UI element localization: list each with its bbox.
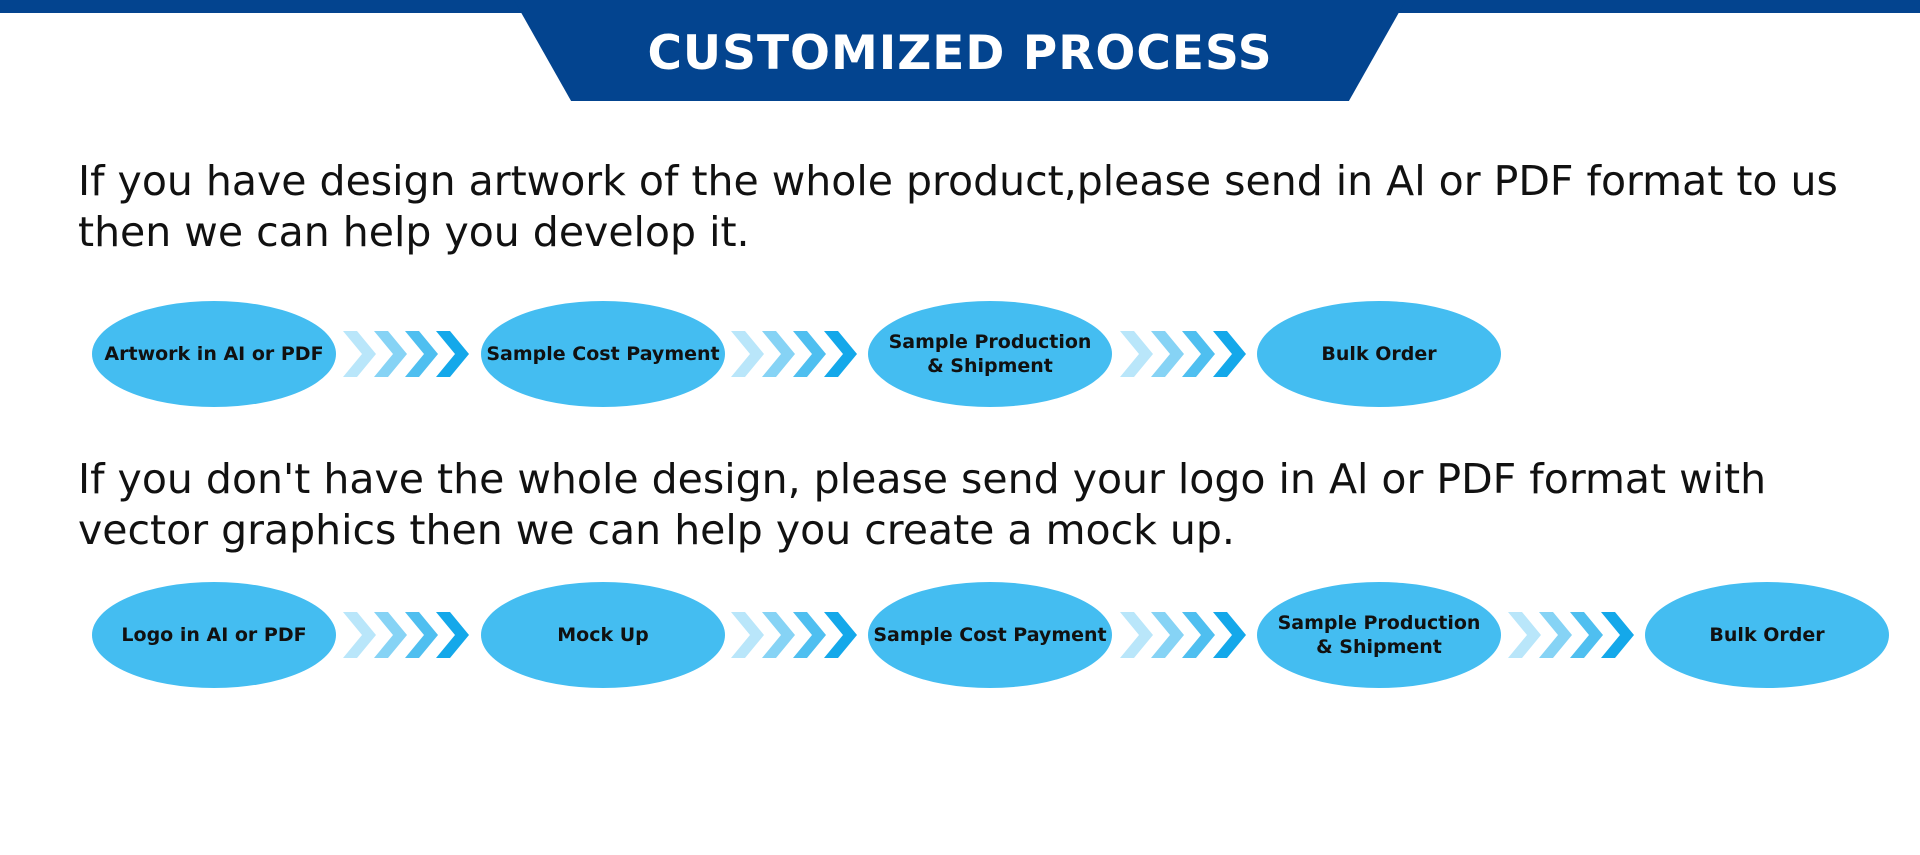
chevron-right-icon bbox=[343, 612, 469, 658]
step-mock-up: Mock Up bbox=[481, 582, 725, 688]
step-logo: Logo in AI or PDF bbox=[92, 582, 336, 688]
step-label: Mock Up bbox=[557, 624, 649, 646]
chevron-segment bbox=[824, 612, 857, 658]
chevron-right-icon bbox=[731, 331, 857, 377]
chevron-segment bbox=[405, 331, 438, 377]
chevron-segment bbox=[1539, 612, 1572, 658]
chevron-segment bbox=[374, 612, 407, 658]
step-label: Bulk Order bbox=[1321, 343, 1437, 365]
chevron-segment bbox=[374, 331, 407, 377]
step-bulk-order: Bulk Order bbox=[1645, 582, 1889, 688]
step-artwork: Artwork in AI or PDF bbox=[92, 301, 336, 407]
chevron-segment bbox=[436, 612, 469, 658]
step-label: Sample Production & Shipment bbox=[888, 331, 1092, 377]
chevron-segment bbox=[1120, 331, 1153, 377]
chevron-segment bbox=[1213, 331, 1246, 377]
step-bulk-order: Bulk Order bbox=[1257, 301, 1501, 407]
step-label: Sample Production & Shipment bbox=[1277, 612, 1481, 658]
chevron-segment bbox=[1151, 331, 1184, 377]
section-2-description: If you don't have the whole design, plea… bbox=[78, 455, 1767, 554]
chevron-right-icon bbox=[1120, 612, 1246, 658]
chevron-segment bbox=[343, 331, 376, 377]
chevron-segment bbox=[731, 612, 764, 658]
chevron-segment bbox=[1213, 612, 1246, 658]
page-title: CUSTOMIZED PROCESS bbox=[647, 26, 1273, 81]
chevron-segment bbox=[1182, 612, 1215, 658]
chevron-right-icon bbox=[731, 612, 857, 658]
chevron-segment bbox=[793, 331, 826, 377]
step-label: Sample Cost Payment bbox=[873, 624, 1107, 646]
chevron-segment bbox=[1570, 612, 1603, 658]
chevron-segment bbox=[1508, 612, 1541, 658]
step-label: Bulk Order bbox=[1709, 624, 1825, 646]
chevron-segment bbox=[1182, 331, 1215, 377]
step-label: Sample Cost Payment bbox=[486, 343, 720, 365]
chevron-segment bbox=[1601, 612, 1634, 658]
chevron-right-icon bbox=[1120, 331, 1246, 377]
chevron-segment bbox=[343, 612, 376, 658]
chevron-segment bbox=[405, 612, 438, 658]
chevron-segment bbox=[762, 612, 795, 658]
step-label: Artwork in AI or PDF bbox=[104, 343, 324, 365]
chevron-segment bbox=[824, 331, 857, 377]
chevron-segment bbox=[436, 331, 469, 377]
step-sample-production-shipment: Sample Production & Shipment bbox=[868, 301, 1112, 407]
chevron-segment bbox=[793, 612, 826, 658]
chevron-segment bbox=[1151, 612, 1184, 658]
step-sample-cost-payment: Sample Cost Payment bbox=[481, 301, 725, 407]
step-sample-production-shipment: Sample Production & Shipment bbox=[1257, 582, 1501, 688]
process-flow-2: Logo in AI or PDF Mock Up Sample Cost Pa… bbox=[0, 582, 1920, 688]
process-flow-1: Artwork in AI or PDF Sample Cost Payment… bbox=[0, 301, 1920, 407]
chevron-right-icon bbox=[343, 331, 469, 377]
step-label: Logo in AI or PDF bbox=[121, 624, 307, 646]
chevron-segment bbox=[762, 331, 795, 377]
step-sample-cost-payment: Sample Cost Payment bbox=[868, 582, 1112, 688]
section-1-description: If you have design artwork of the whole … bbox=[78, 157, 1838, 256]
chevron-segment bbox=[1120, 612, 1153, 658]
chevron-right-icon bbox=[1508, 612, 1634, 658]
chevron-segment bbox=[731, 331, 764, 377]
title-banner: CUSTOMIZED PROCESS bbox=[514, 0, 1406, 101]
